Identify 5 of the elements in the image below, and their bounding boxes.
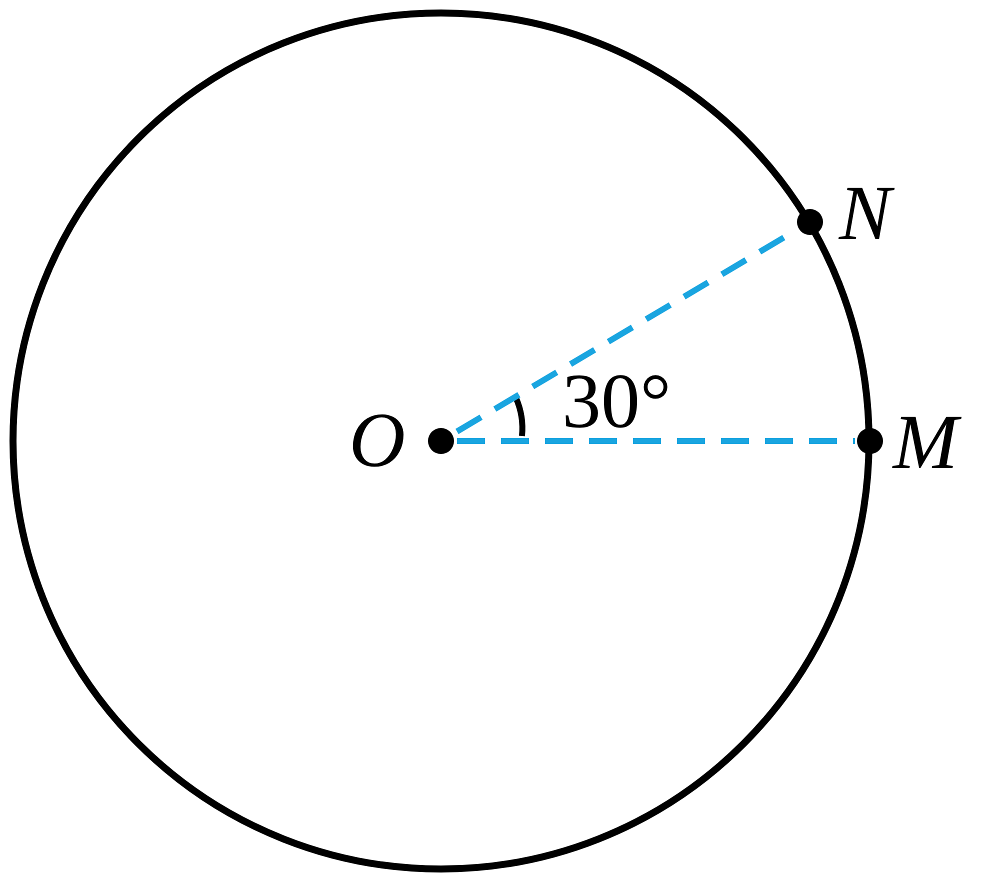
labeled-point: N: [795, 170, 915, 260]
labeled-point: M: [855, 395, 990, 490]
angle-label: 30°: [562, 362, 672, 440]
labeled-point: O: [345, 395, 457, 490]
dashed-line: [457, 438, 855, 444]
